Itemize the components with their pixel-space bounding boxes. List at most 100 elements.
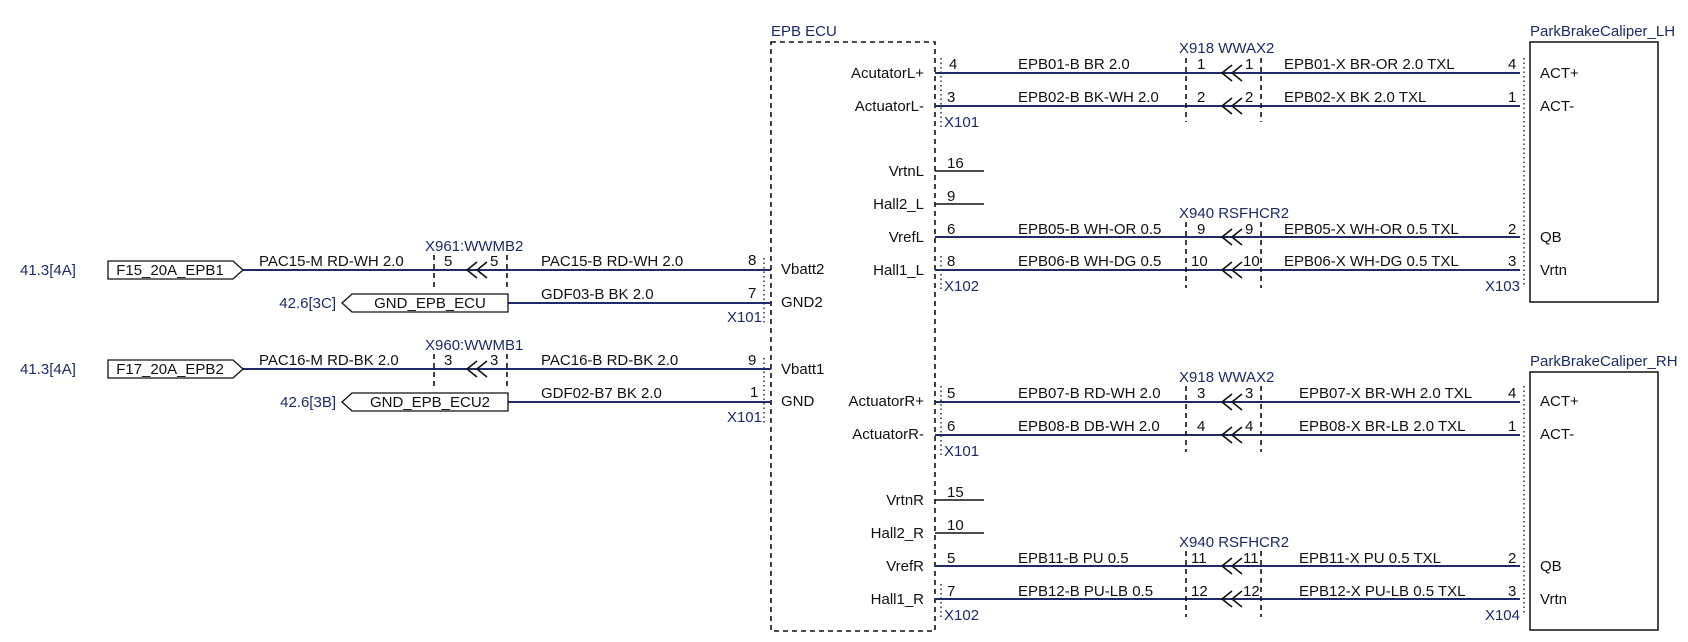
connector-label-x101: X101 xyxy=(727,409,762,426)
inline-pin: 12 xyxy=(1191,583,1208,600)
inline-pin: 3 xyxy=(490,352,498,369)
caliper-pin-name: ACT+ xyxy=(1540,65,1579,82)
wire-label: PAC16-B RD-BK 2.0 xyxy=(541,352,678,369)
ecu-pin-name-hall1r: Hall1_R xyxy=(871,591,925,608)
ecu-pin-number: 8 xyxy=(947,253,955,270)
wire-label: EPB08-X BR-LB 2.0 TXL xyxy=(1299,418,1465,435)
caliper-title-rh: ParkBrakeCaliper_RH xyxy=(1530,353,1678,370)
caliper-pin-name: QB xyxy=(1540,558,1562,575)
ground-label: GND_EPB_ECU2 xyxy=(370,394,490,411)
inline-pin: 1 xyxy=(1245,56,1253,73)
wire-label: EPB01-B BR 2.0 xyxy=(1018,56,1130,73)
wire-label: EPB06-B WH-DG 0.5 xyxy=(1018,253,1161,270)
ecu-pin-number: 6 xyxy=(947,221,955,238)
caliper-pin-name: QB xyxy=(1540,229,1562,246)
ecu-pin-number: 7 xyxy=(748,285,756,302)
inline-pin: 2 xyxy=(1245,89,1253,106)
wire-label: EPB12-B PU-LB 0.5 xyxy=(1018,583,1153,600)
ecu-pin-name-actuatorr-minus: ActuatorR- xyxy=(852,426,924,443)
ecu-title: EPB ECU xyxy=(771,23,837,40)
wire-label: EPB11-X PU 0.5 TXL xyxy=(1299,550,1441,567)
inline-pin: 3 xyxy=(444,352,452,369)
ecu-pin-number: 4 xyxy=(949,56,957,73)
inline-pin: 1 xyxy=(1197,56,1205,73)
ecu-box xyxy=(770,41,936,632)
wire-label: EPB12-X PU-LB 0.5 TXL xyxy=(1299,583,1465,600)
caliper-title-lh: ParkBrakeCaliper_LH xyxy=(1530,23,1675,40)
ecu-pin-name-actuatorl-minus: ActuatorL- xyxy=(855,98,924,115)
connector-chevron xyxy=(1220,97,1243,115)
ecu-pin-name-gnd: GND xyxy=(781,393,815,410)
ground-label: GND_EPB_ECU xyxy=(374,295,486,312)
caliper-box-rh xyxy=(1529,371,1659,631)
caliper-pin-number: 3 xyxy=(1508,253,1516,270)
caliper-pin-number: 2 xyxy=(1508,550,1516,567)
caliper-pin-number: 3 xyxy=(1508,583,1516,600)
ground-flag xyxy=(341,293,509,313)
inline-pin: 10 xyxy=(1243,253,1260,270)
ground-flag xyxy=(341,392,509,412)
ecu-pin-name-vrefl: VrefL xyxy=(889,229,924,246)
wire-label: GDF02-B7 BK 2.0 xyxy=(541,385,662,402)
wire-label: EPB05-X WH-OR 0.5 TXL xyxy=(1284,221,1459,238)
ecu-pin-number: 3 xyxy=(947,89,955,106)
ecu-pin-number: 15 xyxy=(947,484,964,501)
connector-chevron xyxy=(1220,557,1243,575)
wire-label: EPB01-X BR-OR 2.0 TXL xyxy=(1284,56,1455,73)
wire-label: PAC16-M RD-BK 2.0 xyxy=(259,352,399,369)
ecu-pin-name-vrefr: VrefR xyxy=(886,558,924,575)
caliper-pin-number: 1 xyxy=(1508,89,1516,106)
inline-pin: 11 xyxy=(1243,550,1259,567)
fuse-flag xyxy=(107,359,244,379)
inline-connector-title: X918 WWAX2 xyxy=(1179,369,1274,386)
connector-label-x102: X102 xyxy=(944,607,979,624)
page-ref: 42.6[3B] xyxy=(280,394,336,411)
inline-connector-title: X918 WWAX2 xyxy=(1179,40,1274,57)
ecu-pin-number: 9 xyxy=(748,352,756,369)
ecu-pin-number: 1 xyxy=(750,384,758,401)
ecu-pin-number: 9 xyxy=(947,188,955,205)
wire-label: EPB06-X WH-DG 0.5 TXL xyxy=(1284,253,1459,270)
ecu-pin-number: 6 xyxy=(947,418,955,435)
ecu-pin-name-vbatt2: Vbatt2 xyxy=(781,261,824,278)
ecu-pin-number: 5 xyxy=(947,385,955,402)
ecu-pin-name-gnd2: GND2 xyxy=(781,294,823,311)
inline-pin: 4 xyxy=(1197,418,1205,435)
ecu-pin-name-vrtnr: VrtnR xyxy=(886,492,924,509)
inline-pin: 9 xyxy=(1245,221,1253,238)
caliper-pin-number: 4 xyxy=(1508,56,1516,73)
caliper-pin-number: 4 xyxy=(1508,385,1516,402)
inline-pin: 11 xyxy=(1191,550,1207,567)
wire-label: EPB02-B BK-WH 2.0 xyxy=(1018,89,1159,106)
ecu-pin-name-actuatorl-plus: AcutatorL+ xyxy=(851,65,924,82)
connector-chevron xyxy=(1220,64,1243,82)
ecu-pin-name-hall2l: Hall2_L xyxy=(873,196,924,213)
ecu-pin-number: 5 xyxy=(947,550,955,567)
page-ref: 42.6[3C] xyxy=(279,295,336,312)
ecu-pin-name-actuatorr-plus: ActuatorR+ xyxy=(849,393,925,410)
ecu-pin-name-vbatt1: Vbatt1 xyxy=(781,361,824,378)
connector-chevron xyxy=(1220,261,1243,279)
wire-label: GDF03-B BK 2.0 xyxy=(541,286,654,303)
ecu-pin-number: 8 xyxy=(748,252,756,269)
fuse-label: F17_20A_EPB2 xyxy=(116,361,224,378)
connector-label-x101: X101 xyxy=(944,443,979,460)
inline-connector-title: X940 RSFHCR2 xyxy=(1179,534,1289,551)
inline-pin: 9 xyxy=(1197,221,1205,238)
inline-pin: 5 xyxy=(490,253,498,270)
inline-connector-title: X940 RSFHCR2 xyxy=(1179,205,1289,222)
connector-chevron xyxy=(465,360,488,378)
page-ref: 41.3[4A] xyxy=(20,262,76,279)
connector-label-x101: X101 xyxy=(727,309,762,326)
inline-connector-title: X961:WWMB2 xyxy=(425,238,523,255)
ecu-pin-name-hall1l: Hall1_L xyxy=(873,262,924,279)
connector-label-x104: X104 xyxy=(1485,607,1520,624)
inline-connector-title: X960:WWMB1 xyxy=(425,337,523,354)
wire-label: EPB02-X BK 2.0 TXL xyxy=(1284,89,1426,106)
wire-label: EPB07-B RD-WH 2.0 xyxy=(1018,385,1161,402)
wire-label: PAC15-M RD-WH 2.0 xyxy=(259,253,404,270)
inline-pin: 4 xyxy=(1245,418,1253,435)
inline-pin: 3 xyxy=(1197,385,1205,402)
wire-label: EPB05-B WH-OR 0.5 xyxy=(1018,221,1161,238)
ecu-pin-number: 10 xyxy=(947,517,964,534)
